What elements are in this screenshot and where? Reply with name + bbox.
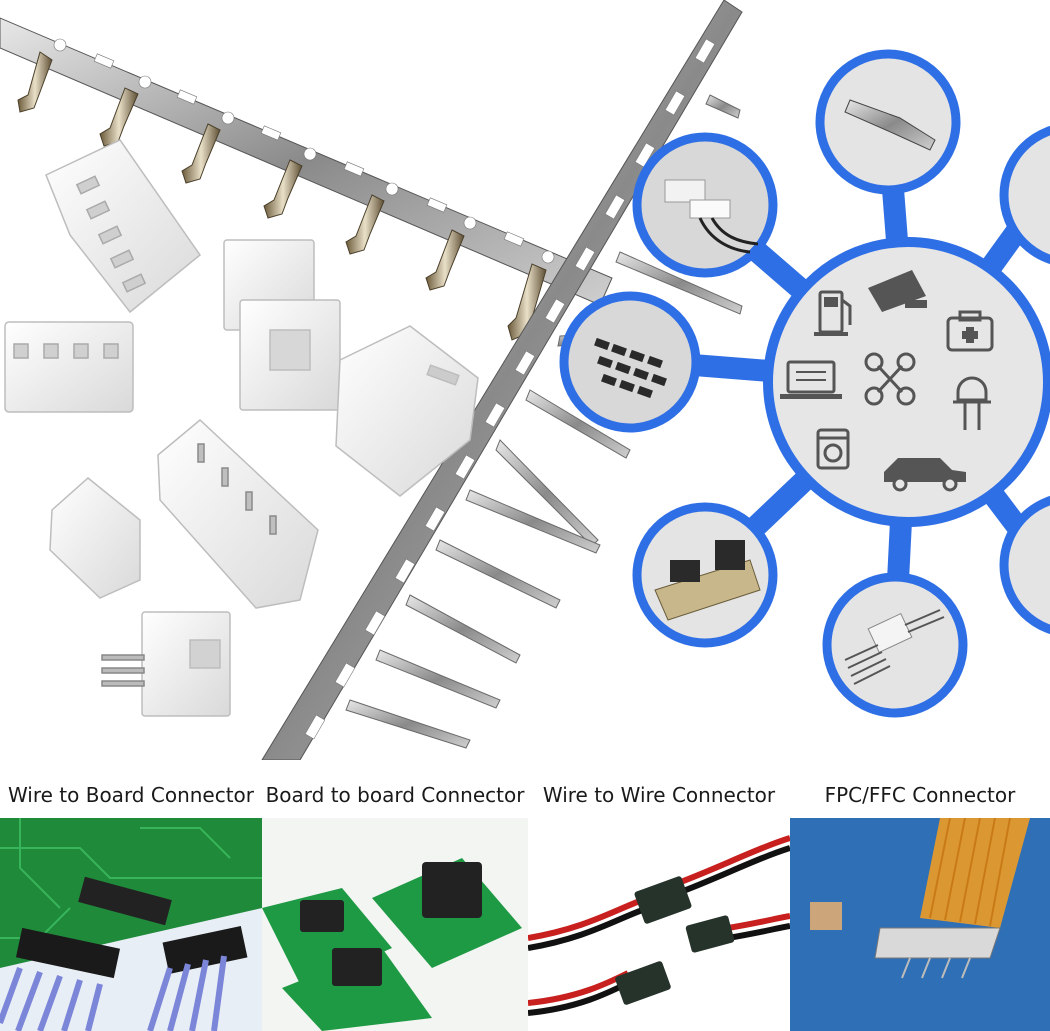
drone-icon xyxy=(864,352,916,406)
header-3pin xyxy=(335,325,479,497)
photo-fpc-ffc xyxy=(790,818,1050,1031)
smd-components-image xyxy=(594,337,667,399)
satellite-smd-components xyxy=(559,291,701,433)
laptop-icon xyxy=(780,360,842,399)
crimp-terminal-image xyxy=(844,99,936,151)
crimp-terminals xyxy=(17,51,547,341)
housing-4way-receptacle xyxy=(4,321,134,413)
photo-board-to-board xyxy=(262,818,528,1031)
header-2pin xyxy=(223,239,341,411)
board-headers-image xyxy=(654,540,761,621)
car-icon xyxy=(884,458,966,492)
application-hub-diagram xyxy=(559,49,1050,718)
satellite-partial-bottom-right xyxy=(999,495,1050,635)
photo-wire-to-wire xyxy=(528,818,790,1031)
wire-connector-image xyxy=(844,609,945,685)
housing-3way-small xyxy=(49,477,141,599)
caption-wire-to-wire: Wire to Wire Connector xyxy=(542,783,776,807)
header-4pin xyxy=(157,419,319,609)
caption-wire-to-board: Wire to Board Connector xyxy=(7,783,255,807)
fuel-pump-icon xyxy=(814,290,852,336)
housing-5way xyxy=(45,139,202,314)
satellite-partial-top-right xyxy=(999,125,1050,265)
caption-fpc-ffc: FPC/FFC Connector xyxy=(824,783,1016,807)
photo-wire-to-board xyxy=(0,818,262,1031)
connector-housings xyxy=(4,139,479,717)
first-aid-kit-icon xyxy=(946,310,994,352)
cctv-camera-icon xyxy=(868,270,927,312)
led-icon xyxy=(953,376,991,430)
header-right-angle xyxy=(101,611,231,717)
washing-machine-icon xyxy=(816,428,850,470)
caption-board-to-board: Board to board Connector xyxy=(265,783,525,807)
fpc-connector-image xyxy=(664,179,759,254)
terminal-carrier-strip-diagonal xyxy=(261,0,743,760)
connector-hero-illustration xyxy=(0,0,1050,760)
